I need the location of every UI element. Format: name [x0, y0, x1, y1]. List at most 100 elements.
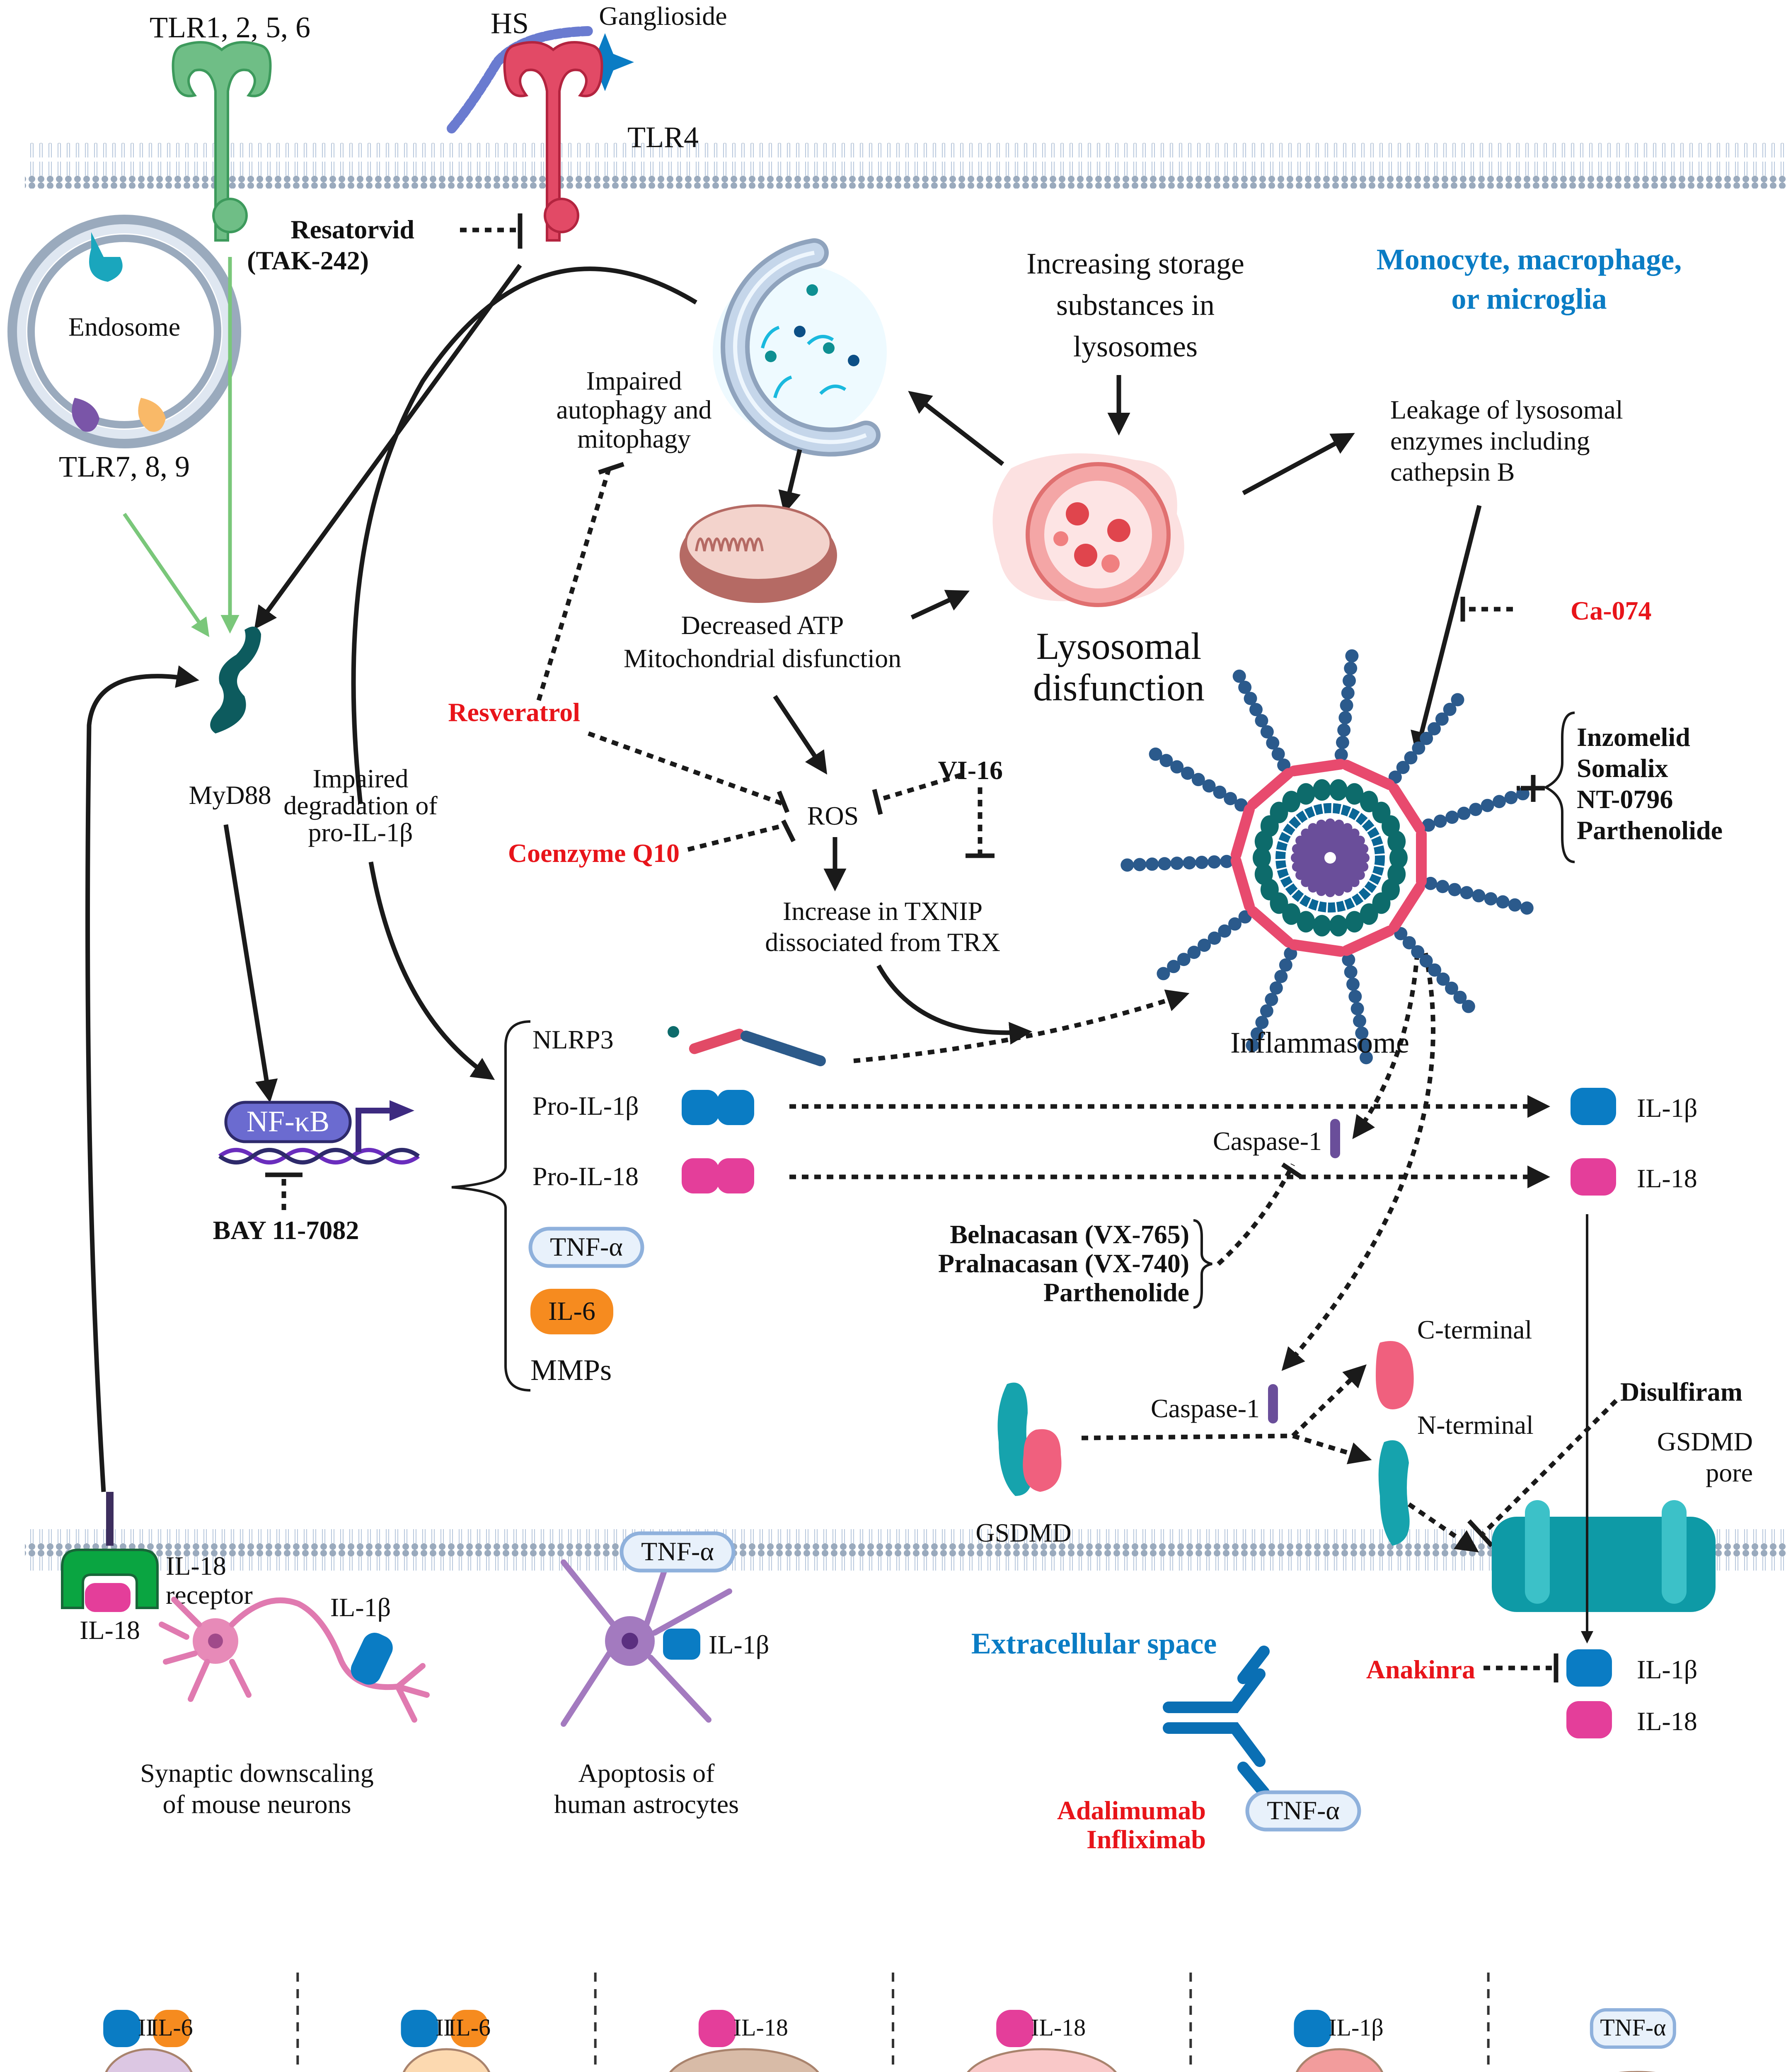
asc-bead	[1424, 876, 1438, 890]
cell-panel: IL-18MousecardiomyocyteMMP-9	[892, 1973, 1117, 2072]
gsdmd-protein-icon	[997, 1382, 1062, 1496]
cytokine-icon	[153, 2010, 191, 2047]
asc-bead	[1195, 856, 1209, 869]
mito-to-ros-arrow	[773, 695, 828, 775]
asc-ring-unit	[1329, 779, 1348, 801]
leakage-line-1: Leakage of lysosomal	[1390, 395, 1623, 424]
il18-bound-label: IL-18	[80, 1615, 140, 1645]
asc-bead	[1445, 981, 1458, 995]
extracellular-il1b-icon	[1566, 1649, 1612, 1687]
asc-bead	[1177, 953, 1191, 966]
disulfiram-inhibit-line	[1482, 1399, 1618, 1535]
extracellular-il18-icon	[1566, 1701, 1612, 1738]
autophagy-line-3: mitophagy	[577, 424, 691, 453]
nlrp3-segment	[1247, 905, 1294, 948]
inflammasome-to-caspase2-arrow	[1281, 952, 1435, 1371]
asc-ring-unit	[1360, 903, 1378, 925]
asc-bead	[1436, 972, 1450, 986]
asc-bead	[1120, 858, 1134, 872]
asc-bead	[1448, 883, 1462, 896]
asc-bead	[1348, 990, 1362, 1003]
cytokine-icon	[103, 2010, 141, 2047]
asc-bead	[1279, 958, 1292, 972]
asc-ring-unit	[1297, 911, 1315, 933]
somalix-label: Somalix	[1577, 753, 1668, 783]
asc-bead	[1208, 931, 1221, 945]
asc-bead	[1334, 748, 1348, 762]
asc-bead	[1157, 967, 1170, 980]
asc-bead	[1460, 886, 1474, 900]
n-terminal-label: N-terminal	[1417, 1410, 1534, 1440]
astrocyte-il1b-icon	[663, 1629, 700, 1660]
astro-caption-line-2: human astrocytes	[554, 1789, 739, 1819]
asc-bead	[1170, 760, 1184, 774]
asc-bead	[1443, 702, 1457, 716]
tlr4-to-myd88-arrow	[254, 264, 522, 629]
nlrp3-protein-icon	[668, 1026, 826, 1066]
cell-title-line-1: Monocyte, macrophage,	[1377, 243, 1682, 276]
autophagosome-icon	[713, 238, 887, 457]
cytokine-icon	[698, 2010, 736, 2047]
asc-bead	[1250, 1027, 1264, 1041]
inflammasome-to-caspase-arrow	[1352, 953, 1420, 1139]
neuron-il1b-label: IL-1β	[330, 1593, 391, 1622]
nlrp3-inhibitor-brace	[1543, 712, 1575, 863]
gsdmd-label: GSDMD	[975, 1518, 1071, 1547]
asc-bead	[1404, 751, 1418, 765]
il18-receptor-icon	[61, 1549, 159, 1609]
asc-bead	[1159, 754, 1173, 767]
astrocyte-tnfa-badge	[620, 1531, 736, 1573]
inzomelid-label: Inzomelid	[1577, 722, 1690, 752]
asc-bead	[1149, 747, 1162, 761]
tak242-label: (TAK-242)	[247, 246, 369, 275]
nlrp3-to-inflammasome-arrow	[853, 989, 1190, 1063]
extracellular-il1b-label: IL-1β	[1637, 1655, 1697, 1684]
asc-ring-unit	[1253, 847, 1271, 869]
astro-caption-line-1: Apoptosis of	[578, 1758, 715, 1788]
leakage-to-inflammasome-arrow	[1411, 505, 1482, 755]
cell-icon	[402, 2048, 491, 2072]
asc-bead	[1249, 703, 1263, 716]
cytokine-label: IL-6	[150, 2014, 193, 2041]
asc-bead	[1181, 766, 1195, 780]
cytokine-label: TNF-α	[1600, 2014, 1666, 2041]
caspase-inhibitor-brace	[1193, 1219, 1212, 1309]
autophagy-line-1: Impaired	[586, 366, 682, 395]
products-brace	[451, 1020, 531, 1392]
neuron-caption-line-2: of mouse neurons	[162, 1789, 351, 1819]
asc-bead	[1402, 936, 1416, 949]
nlrp3-segment	[1288, 759, 1346, 777]
disulfiram-inhibit-bar	[1467, 1519, 1494, 1547]
asc-bead	[1202, 779, 1216, 793]
asc-bead	[1266, 736, 1280, 750]
asc-bead	[1422, 818, 1435, 832]
il6-badge	[530, 1289, 613, 1334]
gsdmd-pore-label-2: pore	[1706, 1458, 1753, 1487]
cytokine-label: IL-18	[1031, 2014, 1086, 2041]
txnip-line-1: Increase in TXNIP	[783, 896, 983, 926]
belnacasan-label: Belnacasan (VX-765)	[950, 1220, 1189, 1249]
lysosome-icon	[992, 453, 1184, 607]
cell-icon	[967, 2048, 1117, 2072]
asc-bead	[1246, 1038, 1259, 1052]
asc-bead	[1433, 814, 1447, 828]
asc-bead	[1337, 723, 1351, 737]
resveratrol-ros-line	[588, 731, 784, 806]
endosome-to-myd88-arrow	[123, 513, 210, 637]
nlrp3-segment	[1247, 768, 1294, 810]
asc-bead	[1419, 954, 1433, 968]
endosome-label: Endosome	[68, 312, 180, 341]
mito-to-lysosome-arrow	[910, 590, 970, 620]
ganglioside-label: Ganglioside	[599, 1, 727, 31]
asc-bead	[1342, 953, 1355, 967]
caspase-inhibit-line	[1217, 1163, 1295, 1266]
storage-line-3: lysosomes	[1073, 330, 1198, 363]
pro-il18-icon-b	[717, 1158, 754, 1193]
asc-ring-unit	[1313, 779, 1331, 801]
asc-bead	[1255, 1016, 1269, 1029]
ros-label: ROS	[807, 801, 859, 830]
plasma-membrane-top	[25, 143, 1786, 189]
asc-bead	[1346, 978, 1360, 991]
coq10-ros-line	[687, 822, 788, 852]
